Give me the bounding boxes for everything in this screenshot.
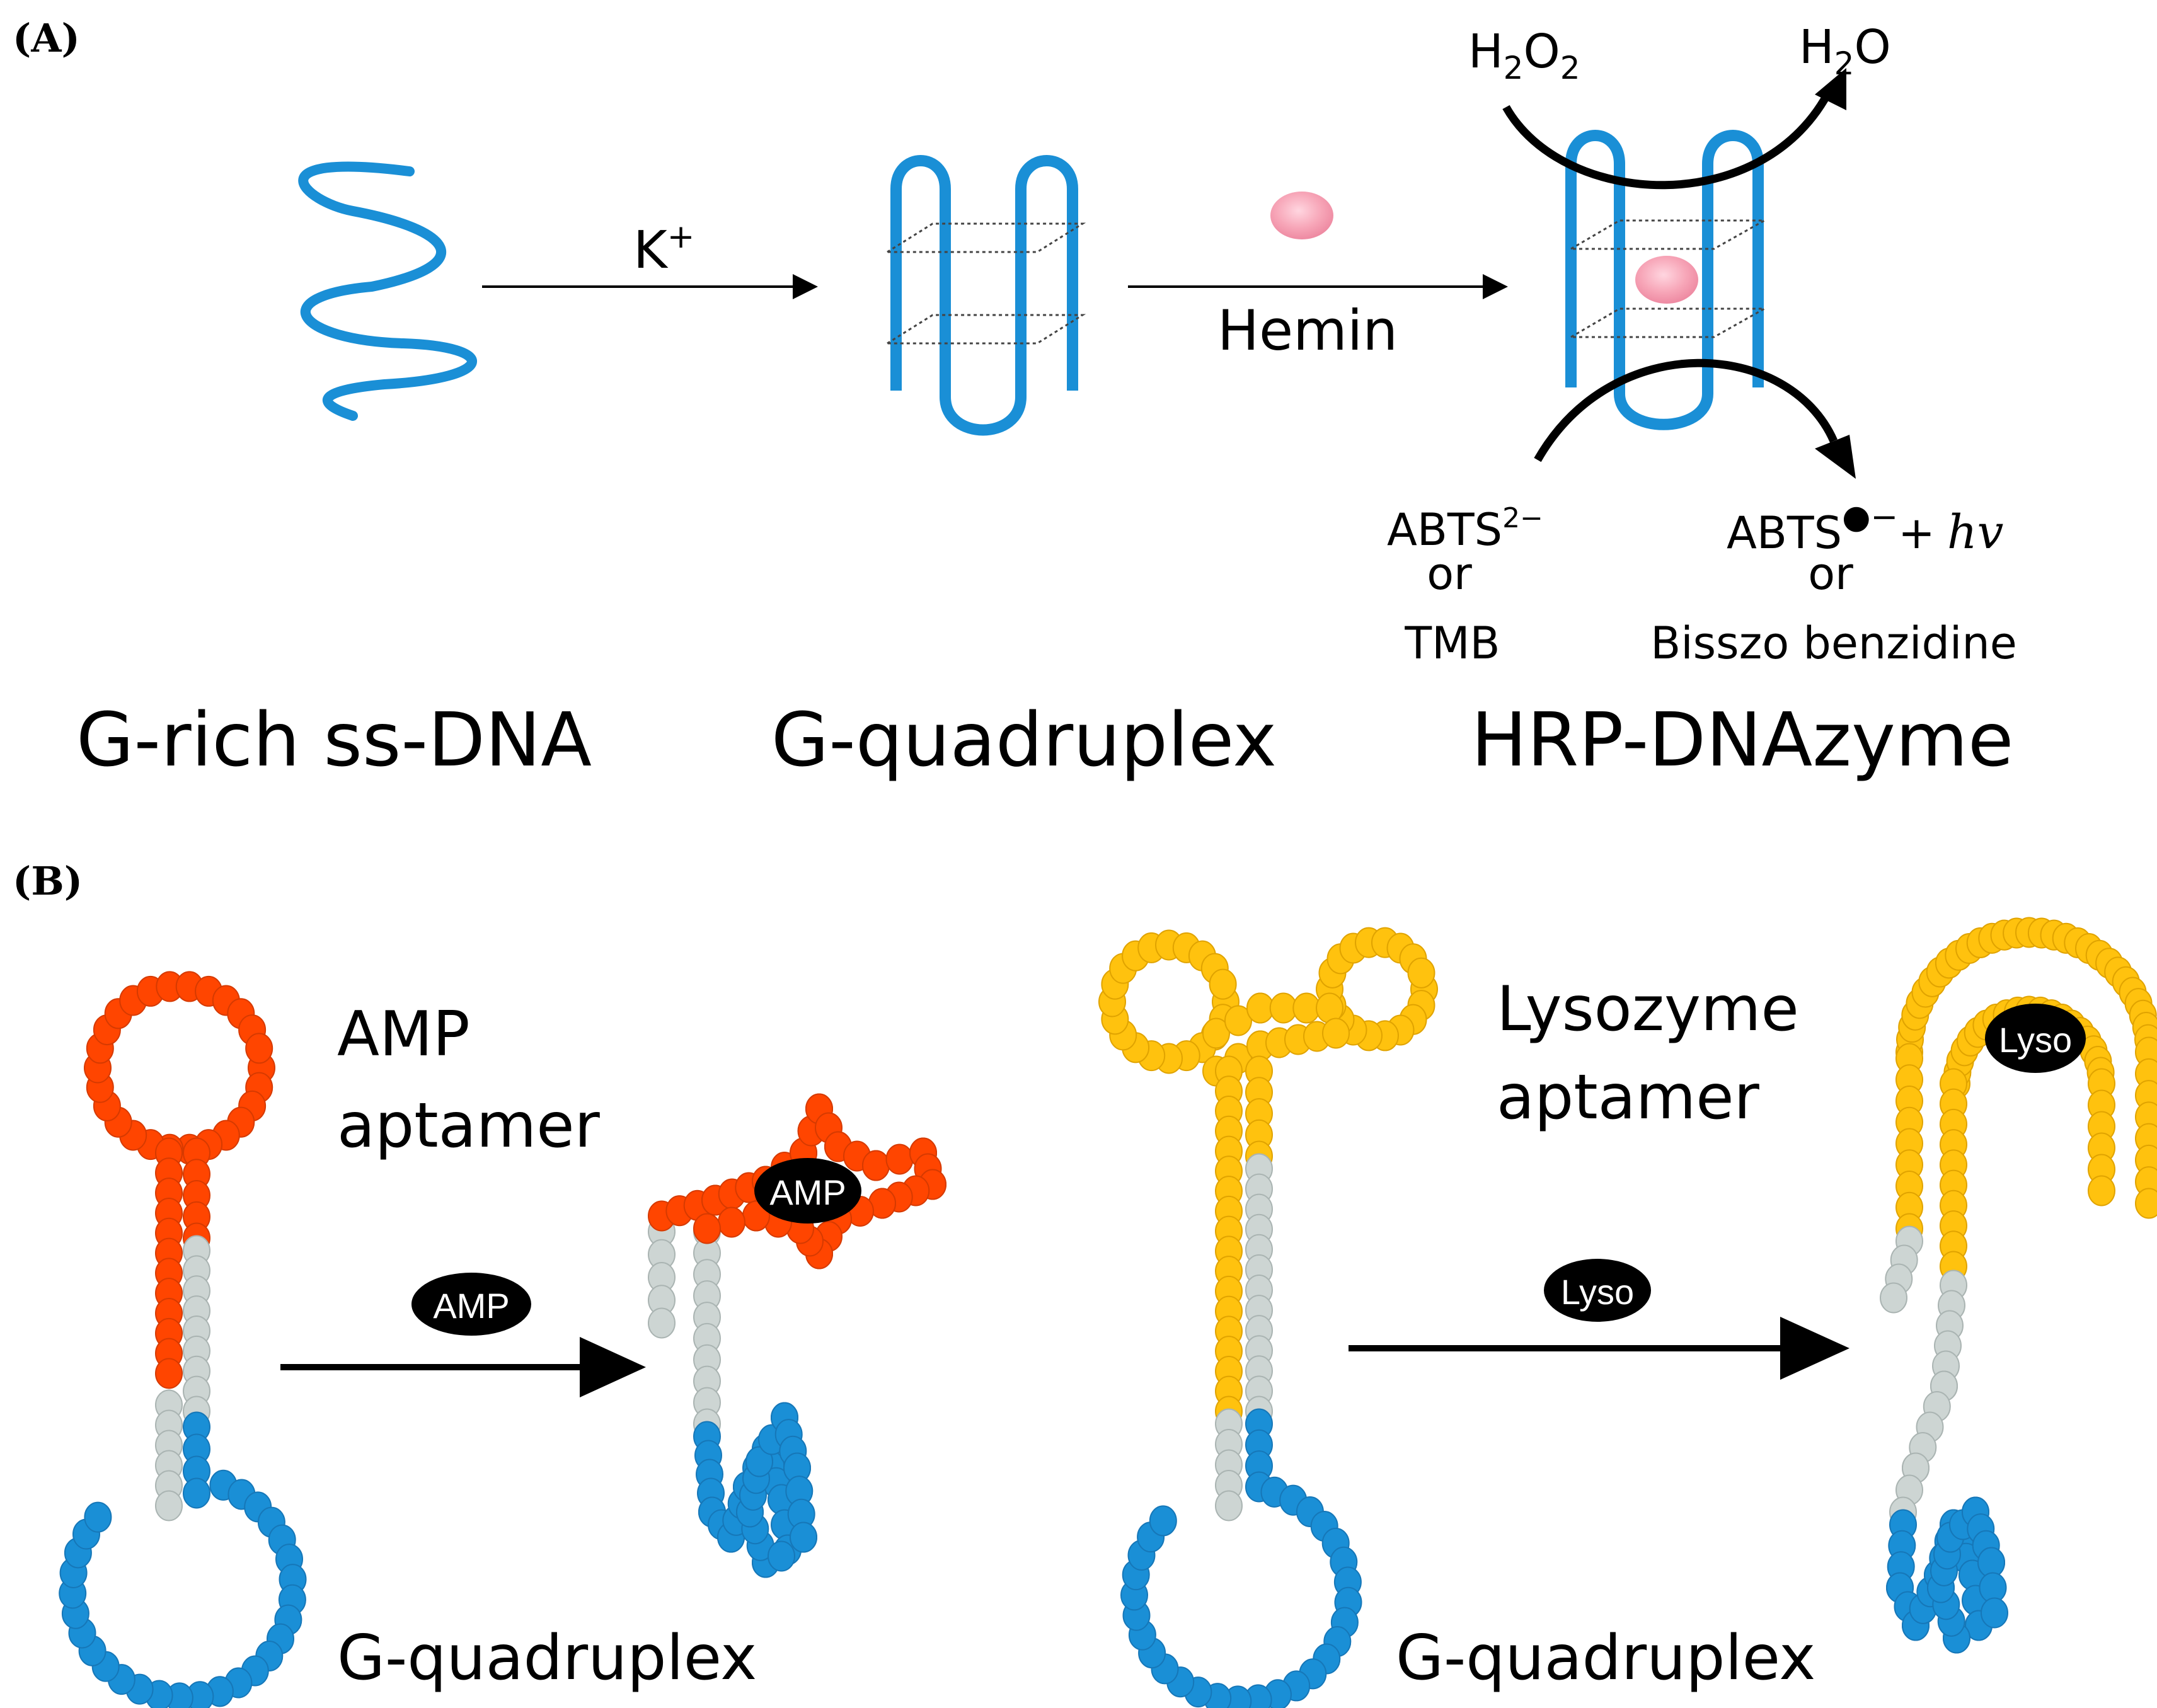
stage-hrp-dnazyme: HRP-DNAzyme [1471, 696, 2013, 783]
stage-ss-dna: G-rich ss-DNA [76, 696, 592, 783]
panel-a-label: (A) [13, 15, 80, 61]
lyso-bound-bead [2135, 1188, 2157, 1219]
amp-gquad-bead [790, 1522, 817, 1553]
label-amp-aptamer-2: aptamer [337, 1090, 600, 1162]
label-amp-aptamer-1: AMP [337, 999, 470, 1070]
arrow-peroxide [1502, 86, 1834, 190]
arrowhead-substrate [1815, 435, 1856, 479]
ss-dna-strand [298, 161, 477, 421]
hrp-dnazyme-structure [1565, 130, 1768, 430]
amp-bound-bead [693, 1213, 721, 1244]
gquad-bead [1149, 1505, 1177, 1537]
g-quadruplex-structure [883, 155, 1086, 436]
label-tmb: TMB [1404, 617, 1500, 669]
stage-g-quadruplex: G-quadruplex [771, 696, 1277, 783]
arrow-amp-binding: AMP [280, 1273, 646, 1397]
linker-bead [648, 1307, 676, 1339]
label-g-quadruplex-lyso: G-quadruplex [1396, 1622, 1815, 1694]
gquad-bead [84, 1501, 112, 1533]
amp-stem-bead [155, 1358, 183, 1389]
chip-lyso-bound: Lyso [1999, 1020, 2072, 1060]
lyso-loop-bead [1407, 957, 1435, 989]
amp-gquad-bead [768, 1540, 795, 1572]
label-g-quadruplex-amp: G-quadruplex [337, 1622, 757, 1694]
arrow-lyso-binding: Lyso [1349, 1259, 1849, 1380]
label-abts-product: ABTS●−+ [1727, 498, 1935, 559]
lyso-stem-bead [1224, 1005, 1252, 1036]
chip-amp-bound: AMP [769, 1172, 846, 1212]
label-hv: hv [1947, 505, 2004, 559]
label-bisszo-benzidine: Bisszo benzidine [1650, 617, 2017, 669]
amp-bound-bead [718, 1206, 745, 1238]
lyso-bound-chip: Lyso [1985, 1004, 2086, 1073]
amp-bound-chip: AMP [754, 1158, 861, 1224]
lyso-bound-bead [2088, 1175, 2115, 1206]
label-h2o: H2O [1799, 20, 1891, 82]
lyso-loop-bead [1209, 968, 1237, 1000]
label-or-2: or [1808, 548, 1853, 600]
lyso-gquad-bead [1981, 1597, 2008, 1629]
linker-bead [155, 1490, 183, 1522]
linker-bead [1215, 1490, 1243, 1522]
chip-lyso: Lyso [1561, 1272, 1634, 1312]
amp-bound-bead [885, 1143, 914, 1175]
panel-b-label: (B) [13, 858, 83, 904]
label-or-1: or [1427, 548, 1472, 600]
aptamer-bead-structures [59, 917, 2157, 1708]
amp-loop-bead [245, 1033, 273, 1064]
label-hemin: Hemin [1217, 298, 1398, 363]
label-lyso-aptamer-2: aptamer [1497, 1062, 1759, 1133]
label-k-ion: K+ [633, 218, 694, 280]
gquad-bead [183, 1477, 210, 1509]
arrowhead-peroxide [1815, 68, 1846, 110]
label-abts-substrate: ABTS2− [1387, 502, 1543, 556]
hemin-molecule [1270, 192, 1333, 239]
chip-amp: AMP [433, 1286, 509, 1326]
lyso-stem-bead [1202, 1017, 1230, 1049]
label-h2o2: H2O2 [1468, 25, 1580, 86]
arrow-substrate [1534, 358, 1838, 462]
amp-gquad-bead [745, 1446, 773, 1477]
lyso-stem-bead [1322, 1017, 1350, 1049]
linker-bead [1880, 1282, 1907, 1314]
amp-bound-bead [862, 1150, 890, 1181]
label-lyso-aptamer-1: Lysozyme [1497, 973, 1799, 1045]
